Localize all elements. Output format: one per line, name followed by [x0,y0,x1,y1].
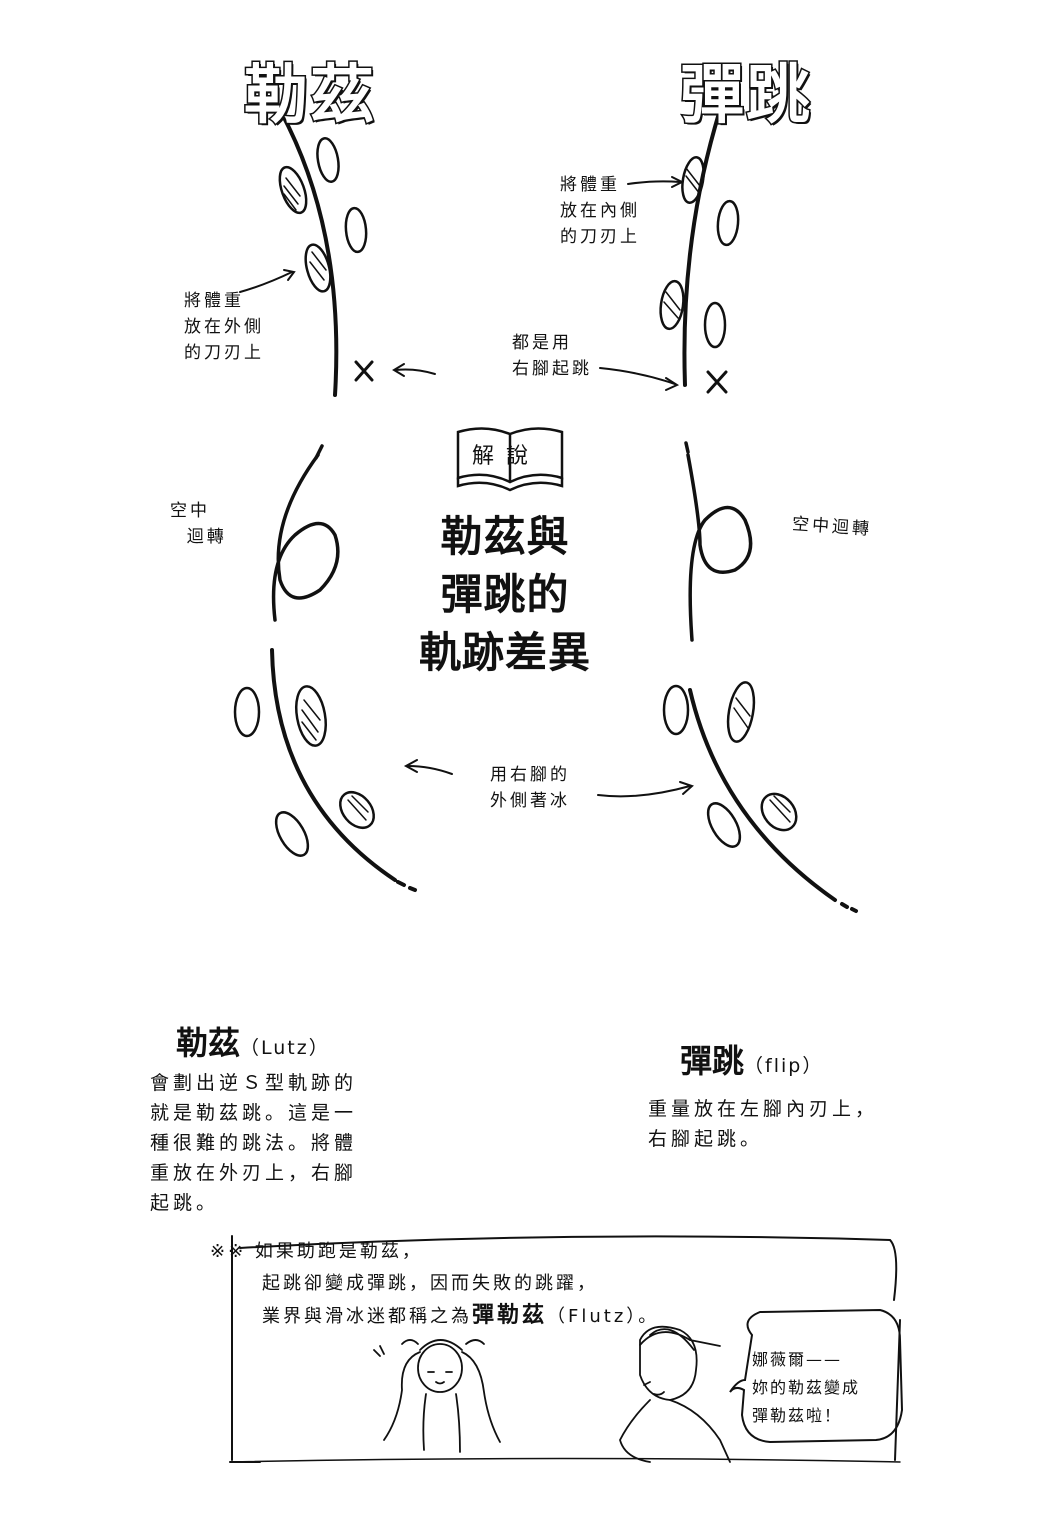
arrow-landing-right [597,785,691,798]
flip-heading-text: 彈跳 [680,1042,745,1080]
footnote-line3-post: （Flutz）。 [547,1306,660,1327]
girl-illustration [373,1339,501,1453]
footnote-flutz-bold: 彈勒茲 [472,1303,548,1328]
kaisetsu-badge: 解說 [472,444,541,469]
footnote-line1: 如果助跑是勒茲， [254,1241,423,1262]
x-mark-icon [706,370,728,394]
flip-heading: 彈跳（flip） [680,1036,823,1082]
lutz-heading: 勒茲（Lutz） [176,1018,330,1064]
lutz-description: 會劃出逆Ｓ型軌跡的 就是勒茲跳。這是一 種很難的跳法。將體 重放在外刃上，右腳 … [150,1068,357,1218]
footnote-mark: ※※ [210,1241,247,1262]
label-inner-edge: 將體重 放在內側 的刀刃上 [560,175,640,247]
label-air-rotation-right: 空中迴轉 [791,514,873,540]
center-title-line: 軌跡差異 [418,628,591,677]
flip-air-loop [686,453,753,642]
speech-bubble [729,1308,904,1444]
center-title-line: 勒茲與 [440,512,570,561]
lutz-air-loop [271,453,340,622]
lutz-heading-en: （Lutz） [240,1037,330,1059]
flip-heading-en: （flip） [744,1055,824,1077]
arrow-landing-left [407,765,453,775]
speech-text: 娜薇爾—— 妳的勒茲變成 彈勒茲啦！ [752,1346,860,1430]
lutz-heading-text: 勒茲 [176,1024,241,1062]
footnote-line3: 業界與滑冰迷都稱之為彈勒茲（Flutz）。 [210,1300,659,1333]
lutz-lower-trajectory [270,648,397,882]
label-landing: 用右腳的 外側著冰 [490,765,570,811]
arrow-takeoff-right [599,367,676,385]
speech-line: 彈勒茲啦！ [752,1406,843,1425]
lutz-body-line: 會劃出逆Ｓ型軌跡的 [150,1072,358,1094]
arrow-takeoff-left [395,368,436,375]
footnote-line3-pre: 業界與滑冰迷都稱之為 [262,1306,472,1327]
center-title-line: 彈跳的 [440,570,570,619]
flip-description: 重量放在左腳內刃上， 右腳起跳。 [648,1094,878,1154]
lutz-loop-dash [314,444,324,460]
label-outer-edge: 將體重 放在外側 的刀刃上 [184,291,264,363]
label-air-rotation-left: 空中 迴轉 [170,501,227,547]
x-mark-icon [354,360,374,382]
lutz-body-line: 重放在外刃上，右腳 [150,1162,358,1184]
footnote-frame [229,1235,901,1463]
lutz-body-line: 就是勒茲跳。這是一 [150,1102,358,1124]
arrow-to-flip-edge [627,180,681,185]
skate-blade-icon [233,137,798,857]
flip-title: 彈跳 [679,58,812,135]
arrow-to-lutz-edge [239,271,293,293]
boy-illustration [619,1325,731,1463]
flip-loop-dash [684,441,690,454]
flip-upper-trajectory [682,108,722,387]
flip-body-line: 右腳起跳。 [648,1128,764,1150]
lutz-body-line: 種很難的跳法。將體 [150,1132,358,1154]
speech-line: 妳的勒茲變成 [752,1378,861,1397]
center-title: 勒茲與 彈跳的 軌跡差異 [400,508,610,682]
lutz-body-line: 起跳。 [150,1192,220,1214]
footnote-line2: 起跳卻變成彈跳，因而失敗的跳躍， [262,1273,598,1294]
lutz-lower-dashes [396,880,417,892]
flip-body-line: 重量放在左腳內刃上， [648,1098,879,1120]
flip-lower-dashes [840,902,858,913]
lutz-upper-trajectory [278,108,339,397]
label-takeoff: 都是用 右腳起跳 [512,333,592,379]
lutz-title: 勒茲 [243,58,376,135]
open-book-icon [456,427,564,492]
footnote: ※※ 如果助跑是勒茲， 起跳卻變成彈跳，因而失敗的跳躍， 業界與滑冰迷都稱之為彈… [210,1236,659,1333]
speech-line: 娜薇爾—— [752,1350,843,1369]
flip-lower-trajectory [688,688,837,902]
